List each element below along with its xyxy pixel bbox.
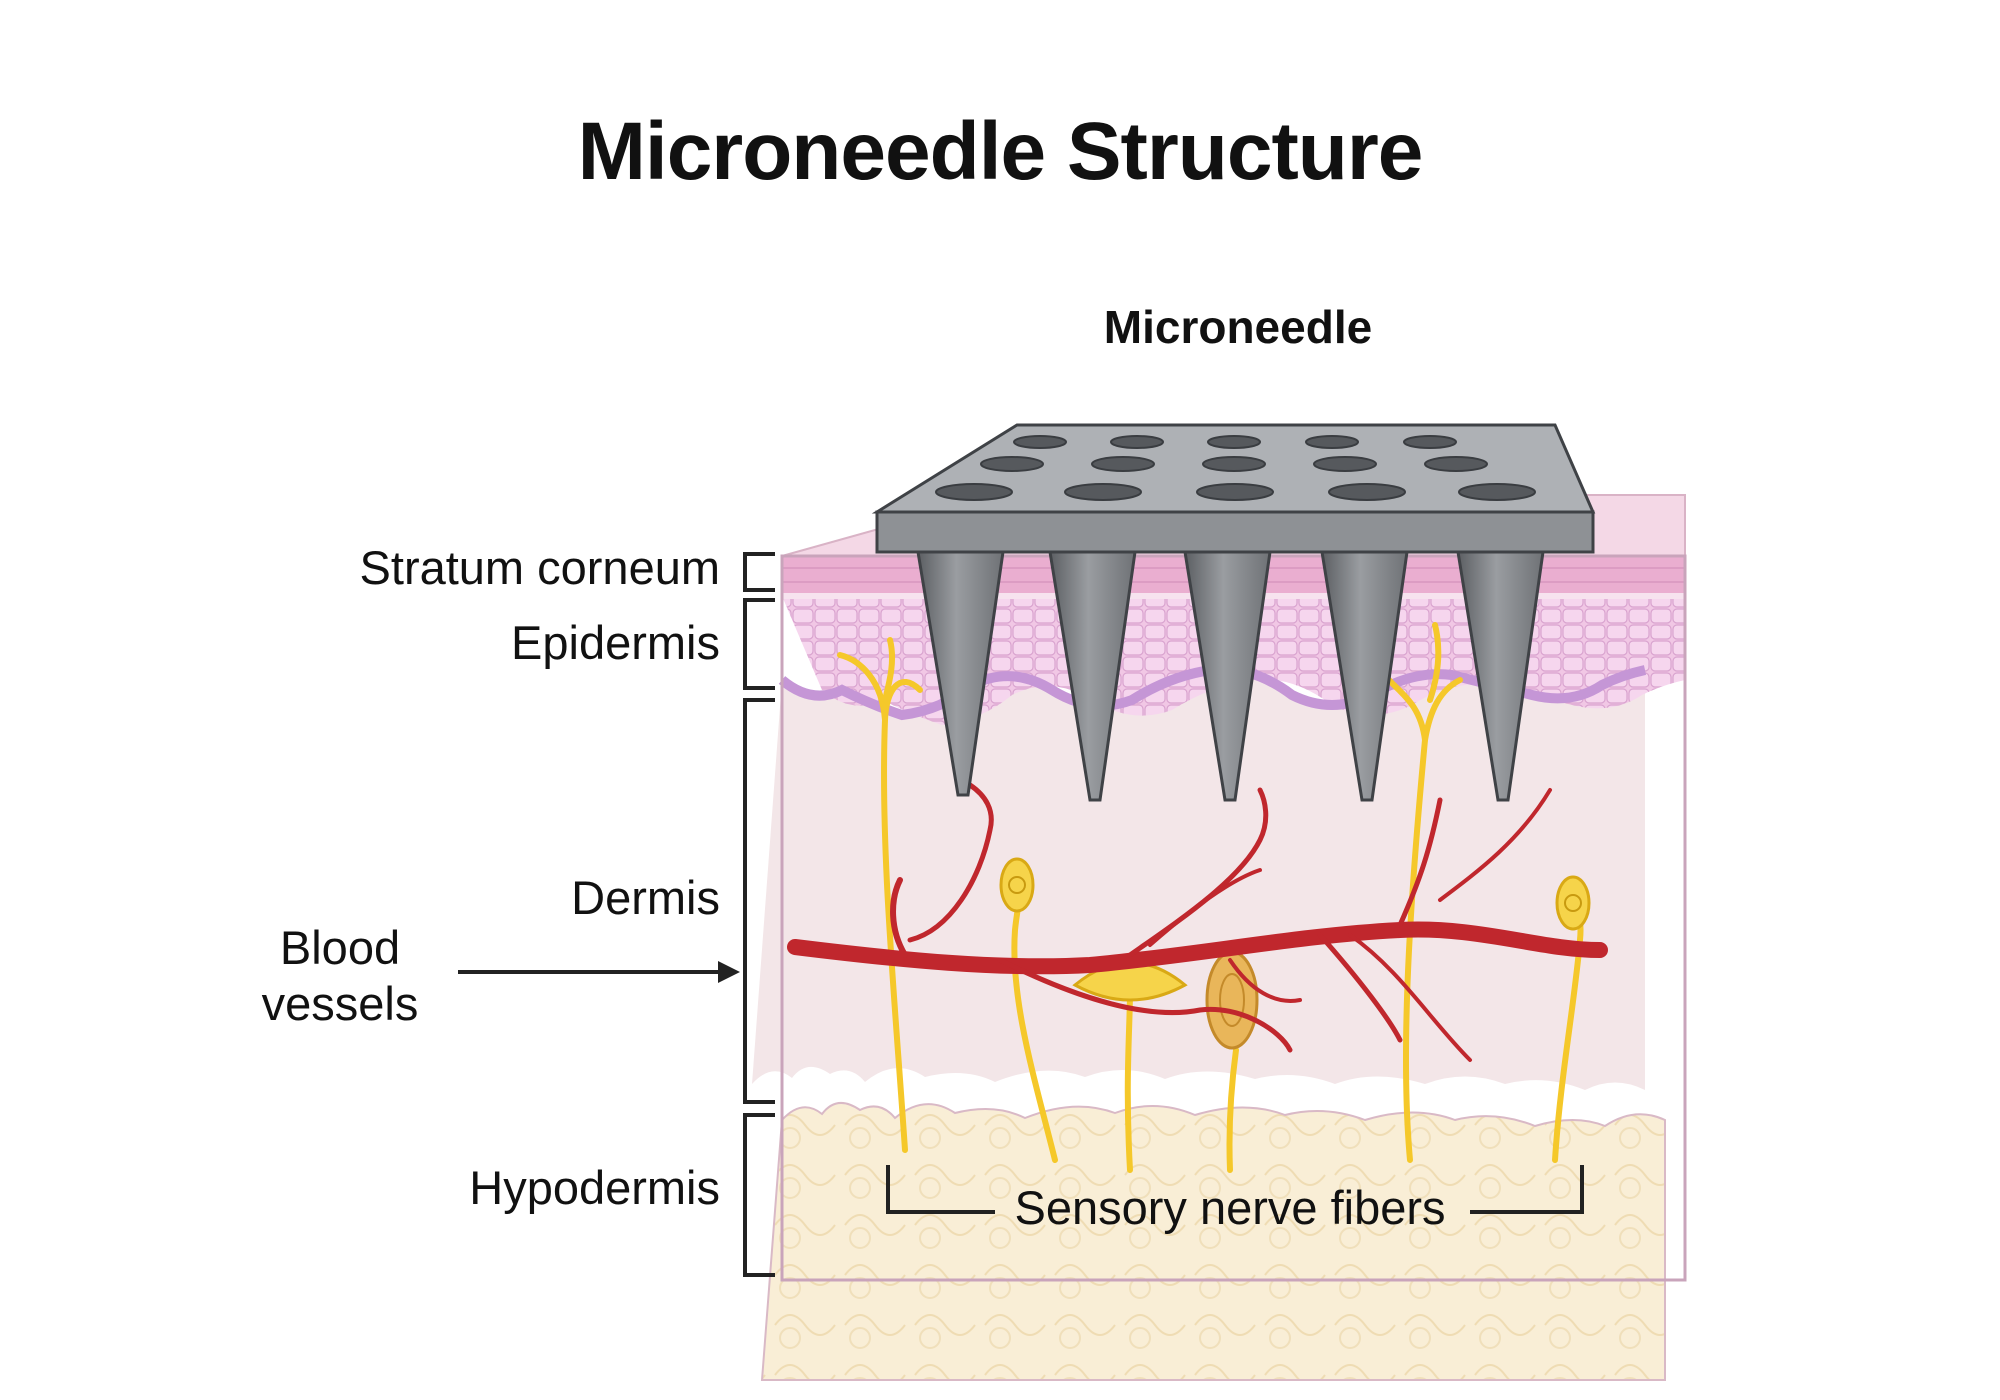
blood-vessel-branch-1 <box>890 877 908 958</box>
sensory-nerve-fibers-bracket-left <box>886 1165 995 1214</box>
blood-vessel-branch-8 <box>1397 797 1443 928</box>
hypodermis-label: Hypodermis <box>469 1161 720 1214</box>
hypodermis-layer <box>760 1102 1666 1381</box>
blood-vessel-main <box>787 921 1608 975</box>
stratum-corneum-label: Stratum corneum <box>359 541 720 594</box>
nerve-fiber-5 <box>1402 677 1463 1163</box>
blood-vessel-branch-3 <box>997 957 1293 1053</box>
nerve-fiber-5-branch-b <box>1427 622 1442 703</box>
blood-vessel-branch-10 <box>1228 958 1302 1003</box>
nerve-receptor-2 <box>1555 875 1591 931</box>
blood-vessels-label-line1: Blood <box>279 921 401 974</box>
blood-vessel-branch-7 <box>1348 933 1472 1062</box>
hypodermis-bracket <box>743 1113 775 1277</box>
microneedle-label: Microneedle <box>1103 301 1373 353</box>
pacinian-corpuscle <box>1205 950 1259 1050</box>
page-title: Microneedle Structure <box>577 106 1424 197</box>
nerve-receptor-1 <box>999 857 1035 913</box>
sensory-nerve-fibers-label: Sensory nerve fibers <box>1014 1181 1446 1234</box>
stratum-corneum-bracket <box>743 552 775 592</box>
sensory-nerve-fibers <box>837 622 1584 1173</box>
epidermis-label: Epidermis <box>511 616 720 669</box>
microneedle-base-front <box>875 510 1595 554</box>
nerve-fiber-1 <box>881 679 923 1153</box>
nerve-fiber-3 <box>1124 987 1133 1173</box>
blood-vessels-label-line2: vessels <box>261 977 419 1030</box>
blood-vessels-label: Blood vessels <box>240 920 440 1032</box>
epidermis-bracket <box>743 598 775 690</box>
microneedle-holes <box>935 435 1536 501</box>
blood-vessel-branch-2 <box>907 782 994 943</box>
nerve-fiber-4 <box>1226 1047 1239 1173</box>
blood-vessel-branch-9 <box>1438 788 1552 902</box>
nerve-fiber-1-branch-a <box>837 652 888 723</box>
nerve-fiber-1-branch-b <box>882 637 896 703</box>
sensory-nerve-fibers-bracket-right <box>1470 1165 1584 1214</box>
dermis-label: Dermis <box>571 871 720 924</box>
blood-vessel-branch-5 <box>1148 868 1262 947</box>
microneedle-spikes <box>916 550 1545 802</box>
blood-vessels <box>787 782 1608 1062</box>
layer-brackets <box>743 552 775 1277</box>
blood-vessels-arrowhead <box>718 961 740 983</box>
blood-vessel-branch-6 <box>1317 932 1403 1043</box>
microneedle-patch <box>871 423 1596 802</box>
dermis-bracket <box>743 698 775 1104</box>
